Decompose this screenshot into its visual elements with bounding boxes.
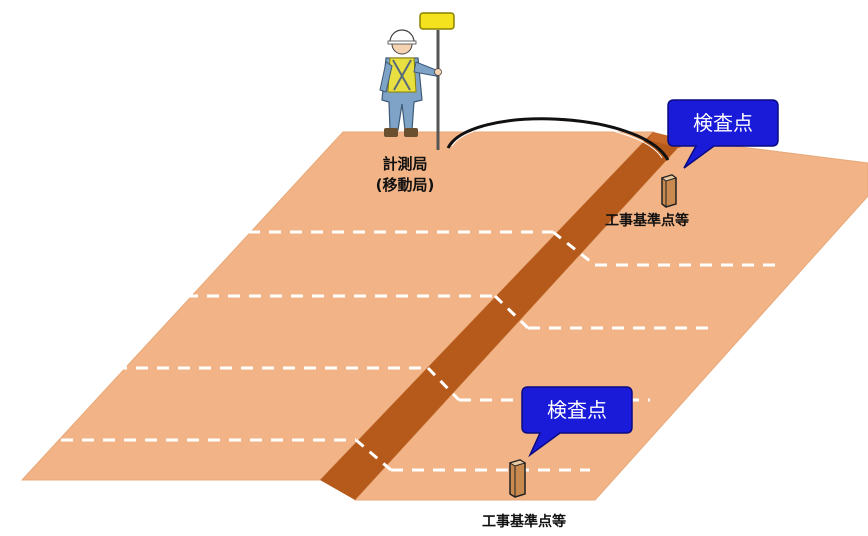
callout-upper: 検査点 [667,99,779,169]
benchmark-label-upper: 工事基準点等 [605,212,689,229]
callout-lower-label: 検査点 [547,398,607,422]
left-grid-lines [40,230,553,442]
embankment-grid-lines [355,230,596,472]
callout-upper-label: 検査点 [693,111,753,135]
benchmark-label-lower: 工事基準点等 [482,513,566,530]
callout-lower: 検査点 [521,386,633,458]
embankment-strip [320,132,685,500]
surveyor-icon [379,12,455,150]
signal-arc-highlight [451,121,663,159]
rover-label-line2: (移動局) [376,176,435,194]
rover-label-line1: 計測局 [382,155,427,173]
signal-arc-icon [446,117,670,161]
prism-icon [419,12,455,30]
benchmark-post-icon [660,174,678,208]
benchmark-post-icon-lower [508,459,527,498]
